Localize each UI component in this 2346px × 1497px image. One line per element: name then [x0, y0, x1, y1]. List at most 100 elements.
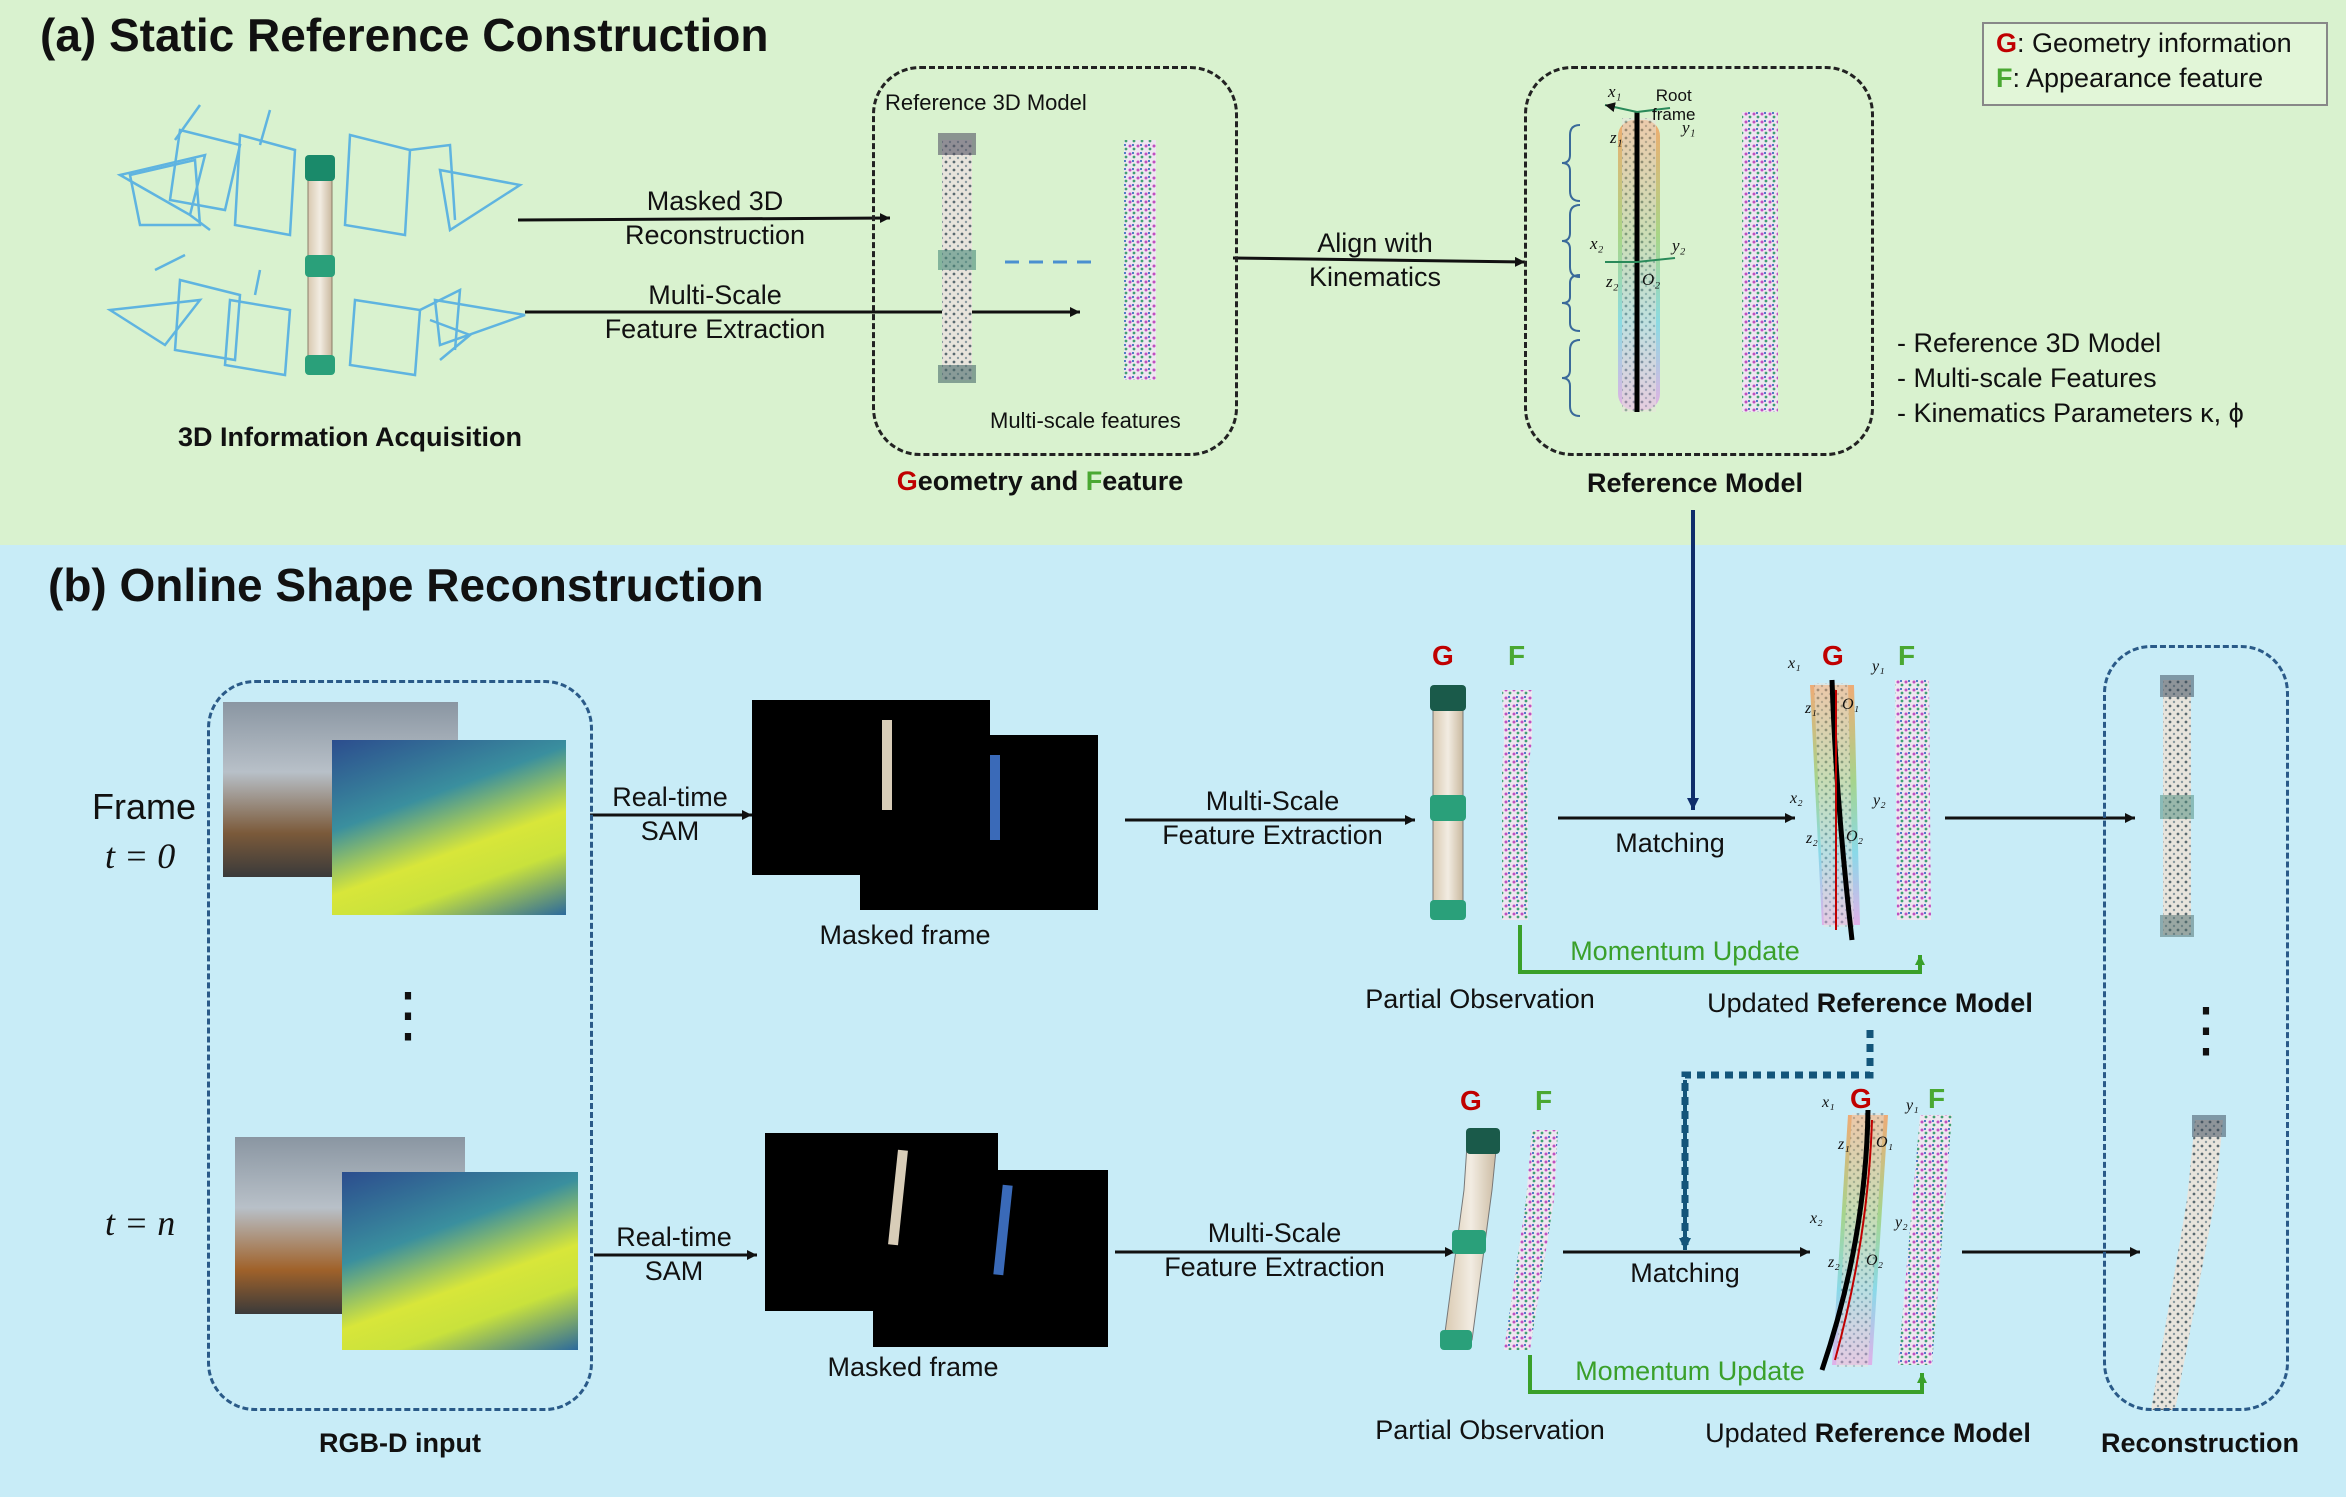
- frame-label: Frame: [92, 786, 197, 827]
- masked-frame-label-tn: Masked frame: [827, 1352, 999, 1382]
- partial-observation-feature-tn: [1504, 1130, 1558, 1350]
- axis-o2-tn: O₂: [1866, 1252, 1884, 1269]
- reference-model-feature-pointcloud: [1742, 112, 1778, 412]
- momentum-label-t0: Momentum Update: [1570, 936, 1800, 966]
- tn-label: t = n: [105, 1203, 176, 1243]
- masked-frame-t0-b: [860, 735, 1098, 910]
- axis-z1-tn: z₁: [1838, 1136, 1850, 1153]
- arrow-masked-reconstruction: [517, 213, 891, 224]
- legend-box: G: Geometry information F: Appearance fe…: [1982, 22, 2328, 106]
- momentum-label-tn: Momentum Update: [1575, 1356, 1805, 1386]
- output-ref3d: - Reference 3D Model: [1897, 328, 2162, 358]
- masked-rod-t0: [882, 720, 892, 810]
- geometry-feature-box: [872, 66, 1238, 456]
- camera-array-icon: [106, 104, 526, 377]
- ref3d-label: Reference 3D Model: [885, 90, 1087, 115]
- partial-observation-geometry-t0: [1430, 685, 1466, 920]
- depth-frame-t0: [332, 740, 566, 915]
- legend-feature: F: Appearance feature: [1996, 63, 2264, 93]
- axis-z1-t0: z₁: [1805, 700, 1817, 717]
- axis-x1-tn: x₁: [1822, 1094, 1835, 1111]
- axis-z2-a: z₂: [1606, 272, 1619, 291]
- acquisition-label: 3D Information Acquisition: [178, 422, 522, 452]
- reconstruction-pointcloud-tn: [2151, 1115, 2226, 1410]
- rgbd-input-box: [207, 680, 593, 1411]
- axis-o2-a: O₂: [1642, 270, 1661, 289]
- updated-reference-feature-tn: [1898, 1115, 1952, 1365]
- partial-observation-feature-t0: [1502, 690, 1532, 920]
- axis-y2-tn: y₂: [1895, 1214, 1908, 1231]
- axis-y2-t0: y₂: [1873, 792, 1886, 809]
- axis-x2-tn: x₂: [1810, 1210, 1823, 1227]
- masked-depth-rod-t0: [990, 755, 1000, 840]
- g-label-updated-tn: G: [1850, 1083, 1872, 1114]
- output-kinematics: - Kinematics Parameters κ, ϕ: [1897, 398, 2244, 428]
- matching-label-tn: Matching: [1630, 1258, 1740, 1288]
- partial-observation-geometry-tn: [1440, 1128, 1500, 1350]
- axis-x1-t0: x₁: [1788, 655, 1801, 672]
- axis-y1-tn: y₁: [1906, 1097, 1919, 1114]
- axis-z2-tn: z₂: [1828, 1254, 1840, 1271]
- vertical-dots-input: ⋮: [378, 981, 438, 1048]
- reference-model-box: [1524, 66, 1874, 456]
- panel-a-title: (a) Static Reference Construction: [40, 9, 769, 61]
- axis-y1-t0: y₁: [1872, 658, 1885, 675]
- reference-3d-model-pointcloud: [938, 133, 976, 383]
- multiscale-features-pointcloud: [1124, 140, 1156, 380]
- f-label-partial-tn: F: [1535, 1085, 1553, 1116]
- depth-frame-tn: [342, 1172, 578, 1350]
- axis-z1-a: z₁: [1610, 128, 1623, 147]
- masked-frame-tn-b: [873, 1170, 1108, 1347]
- axis-y2-a: y₂: [1672, 236, 1686, 255]
- axis-z2-t0: z₂: [1806, 830, 1818, 847]
- f-label-partial-t0: F: [1508, 640, 1526, 671]
- axis-x1-a: x₁: [1608, 82, 1622, 101]
- reconstruction-caption: Reconstruction: [2100, 1428, 2300, 1458]
- axis-y1-a: y₁: [1682, 118, 1696, 137]
- momentum-update-arrow-t0: [1518, 925, 1925, 974]
- reference-model-caption: Reference Model: [1586, 468, 1804, 498]
- masked-frame-label-t0: Masked frame: [819, 920, 991, 950]
- axis-x2-a: x₂: [1590, 234, 1604, 253]
- axis-o1-tn: O₁: [1876, 1134, 1894, 1151]
- output-features: - Multi-scale Features: [1897, 363, 2157, 393]
- matching-label-t0: Matching: [1615, 828, 1725, 858]
- updated-reference-geometry-tn: [1819, 1109, 1888, 1371]
- momentum-update-arrow-tn: [1528, 1355, 1927, 1394]
- panel-b-title: (b) Online Shape Reconstruction: [48, 559, 764, 611]
- axis-o1-t0: O₁: [1842, 696, 1860, 713]
- geometry-feature-caption: Geometry and Feature: [896, 466, 1184, 496]
- updated-reference-label-tn: Updated Reference Model: [1705, 1418, 2031, 1448]
- reconstruction-box: [2103, 645, 2289, 1411]
- t0-label: t = 0: [105, 836, 176, 876]
- updated-reference-label-t0: Updated Reference Model: [1707, 988, 2033, 1018]
- rgbd-caption: RGB-D input: [319, 1428, 481, 1458]
- f-label-updated-t0: F: [1898, 640, 1916, 671]
- g-label-updated-t0: G: [1822, 640, 1844, 671]
- vertical-dots-recon: ⋮: [2176, 996, 2236, 1063]
- axis-o2-t0: O₂: [1846, 828, 1864, 845]
- updated-reference-feature-t0: [1895, 680, 1931, 920]
- soft-robot-rod-icon: [305, 155, 335, 375]
- updated-reference-geometry-t0: [1810, 679, 1860, 941]
- partial-observation-label-t0: Partial Observation: [1365, 984, 1595, 1014]
- root-frame-axes-icon: [1604, 102, 1676, 263]
- axis-x2-t0: x₂: [1790, 790, 1803, 807]
- legend-geometry: G: Geometry information: [1996, 28, 2292, 58]
- partial-observation-label-tn: Partial Observation: [1375, 1415, 1605, 1445]
- f-label-updated-tn: F: [1928, 1083, 1946, 1114]
- multiscale-features-label: Multi-scale features: [990, 408, 1181, 433]
- reconstruction-pointcloud-t0: [2160, 675, 2194, 937]
- g-label-partial-tn: G: [1460, 1085, 1482, 1116]
- g-label-partial-t0: G: [1432, 640, 1454, 671]
- arrow-align-kinematics: [1232, 256, 1526, 267]
